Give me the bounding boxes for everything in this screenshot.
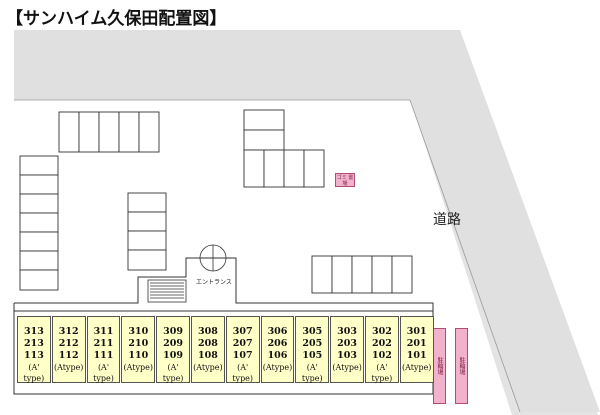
unit-type: (A' type) [93, 363, 114, 383]
unit-number-floor1: 107 [232, 350, 253, 361]
building-outline [13, 257, 434, 395]
unit-type: (A' type) [23, 363, 45, 383]
unit-number-floor3: 312 [58, 326, 79, 337]
unit-type: (A' type) [371, 363, 393, 383]
unit-number-floor1: 112 [58, 350, 79, 361]
unit-number-floor2: 201 [406, 338, 427, 349]
unit-number-floor2: 202 [371, 338, 392, 349]
entrance-door-icon [199, 244, 227, 272]
unit-type: (Atype) [53, 363, 84, 372]
unit-number-floor3: 309 [163, 326, 183, 337]
road-band-2 [398, 30, 600, 412]
road-label: 道路 [433, 212, 461, 228]
parking-right-row [311, 255, 413, 294]
unit-number-floor2: 205 [302, 338, 323, 349]
bike-parking-2: 駐輪場 [455, 328, 468, 404]
unit-number-floor3: 310 [128, 326, 149, 337]
garbage-area: ゴミ 置場 [335, 173, 355, 187]
parking-middle-column [127, 192, 167, 271]
unit-number-floor3: 305 [302, 326, 323, 337]
unit-type: (Atype) [262, 363, 293, 372]
unit-number-floor2: 208 [197, 338, 218, 349]
unit-number-floor1: 101 [406, 350, 427, 361]
unit-number-floor1: 113 [23, 350, 44, 361]
unit-number-floor3: 306 [267, 326, 288, 337]
unit-number-floor3: 303 [337, 326, 357, 337]
unit-type: (Atype) [193, 363, 223, 372]
unit-number-floor1: 109 [163, 350, 183, 361]
page-title: 【サンハイム久保田配置図】 [6, 9, 227, 29]
staircase [147, 279, 187, 303]
unit-type: (Atype) [332, 363, 362, 372]
unit-number-floor2: 211 [93, 338, 114, 349]
unit-number-floor3: 308 [197, 326, 218, 337]
unit-number-floor2: 212 [58, 338, 79, 349]
unit-number-floor1: 111 [93, 350, 114, 361]
unit-number-floor2: 207 [232, 338, 253, 349]
unit-number-floor1: 102 [371, 350, 392, 361]
unit-number-floor1: 108 [197, 350, 218, 361]
unit-number-floor2: 209 [163, 338, 183, 349]
unit-number-floor2: 206 [267, 338, 288, 349]
entrance-label: エントランス [196, 279, 232, 286]
bike-parking-1: 駐輪場 [433, 328, 446, 404]
unit-number-floor2: 213 [23, 338, 44, 349]
parking-top-left [58, 111, 160, 153]
unit-number-floor2: 210 [128, 338, 149, 349]
unit-type: (A' type) [162, 363, 184, 383]
unit-type: (A' type) [301, 363, 323, 383]
unit-number-floor3: 307 [232, 326, 253, 337]
unit-number-floor3: 302 [371, 326, 392, 337]
unit-number-floor1: 110 [128, 350, 149, 361]
unit-type: (A' type) [232, 363, 254, 383]
unit-number-floor1: 106 [267, 350, 288, 361]
unit-number-floor1: 105 [302, 350, 323, 361]
unit-number-floor1: 103 [337, 350, 357, 361]
unit-number-floor2: 203 [337, 338, 357, 349]
road-band [14, 30, 410, 100]
unit-number-floor3: 313 [23, 326, 44, 337]
unit-number-floor3: 311 [93, 326, 114, 337]
unit-type: (Atype) [401, 363, 432, 372]
unit-type: (Atype) [123, 363, 154, 372]
road-edge-diag [409, 99, 521, 413]
unit-number-floor3: 301 [406, 326, 427, 337]
parking-left-column [19, 155, 59, 291]
parking-top-right [243, 109, 325, 188]
